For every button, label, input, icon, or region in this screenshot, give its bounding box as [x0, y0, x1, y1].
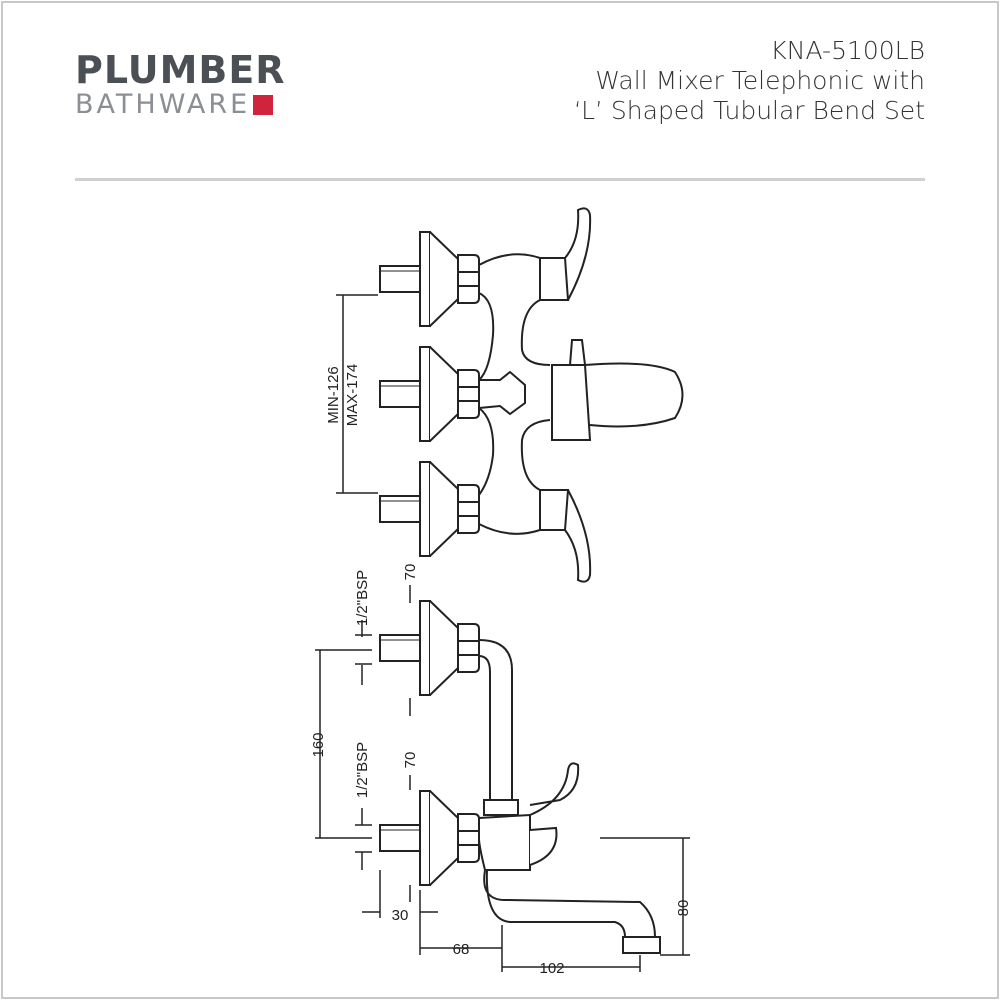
inlet-flange-upper: [379, 600, 480, 696]
product-title: KNA-5100LB Wall Mixer Telephonic with ‘L…: [574, 36, 925, 126]
handle-side: [529, 762, 580, 866]
inlet-flange-bottom: [379, 461, 480, 557]
brand-square: [253, 95, 274, 115]
brand-logo: PLUMBER BATHWARE: [75, 50, 286, 120]
dim-stub-length: 30: [392, 907, 409, 924]
inlet-flange-lower: [379, 790, 480, 886]
brand-sub: BATHWARE: [75, 89, 251, 120]
spout: [483, 869, 657, 938]
dim-bsp-bottom: 1/2"BSP: [354, 742, 371, 798]
product-title-line1: Wall Mixer Telephonic with: [595, 66, 925, 95]
dim-body-offset: 68: [453, 941, 470, 958]
top-view: MIN-126 MAX-174: [325, 207, 684, 583]
handle-bottom: [539, 489, 592, 583]
brand-name: PLUMBER: [75, 48, 286, 92]
dim-inlet-spacing: 160: [310, 732, 327, 757]
product-title-line2: ‘L’ Shaped Tubular Bend Set: [573, 96, 925, 125]
diverter-connector: [478, 370, 526, 416]
dim-spout-height: 80: [675, 900, 692, 917]
dim-flange-bottom: 70: [402, 752, 419, 769]
inlet-flange-middle: [379, 346, 480, 442]
dim-bsp-top: 1/2"BSP: [354, 570, 371, 626]
min-max-dimension: [336, 294, 378, 494]
header-divider: [75, 178, 925, 181]
mixer-body-side: [478, 813, 531, 871]
side-view: 160 1/2"BSP 1/2"BSP 70 70 30 68 102 80: [310, 564, 692, 977]
dimension-lines: [315, 585, 690, 972]
mixer-body: [478, 253, 551, 535]
inlet-flange-top: [379, 231, 480, 327]
handle-top: [539, 207, 592, 301]
dim-max: MAX-174: [344, 364, 361, 427]
product-code: KNA-5100LB: [770, 36, 925, 65]
pipe-nut: [483, 799, 519, 816]
dim-flange-top: 70: [402, 564, 419, 581]
aerator: [622, 936, 661, 954]
l-bend-pipe: [478, 639, 513, 800]
dim-min: MIN-126: [325, 366, 342, 424]
dim-spout-reach: 102: [539, 960, 564, 977]
handle-diverter: [551, 339, 684, 441]
